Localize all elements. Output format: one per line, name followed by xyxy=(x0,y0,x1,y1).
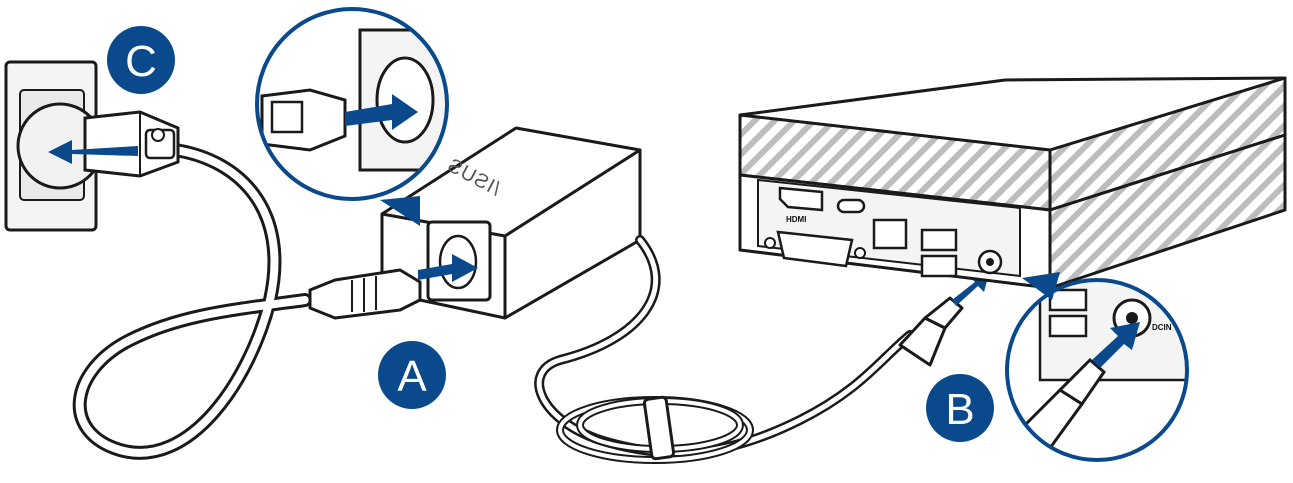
step-label-c: C xyxy=(125,37,157,86)
step-badge-b: B xyxy=(926,374,994,442)
ac-power-cord xyxy=(72,143,312,460)
mini-pc-icon: HDMI xyxy=(738,76,1287,290)
callout-ac-plug-zoom xyxy=(255,7,449,226)
step-label-a: A xyxy=(397,352,427,401)
step-badge-a: A xyxy=(378,341,446,409)
dc-power-cord xyxy=(534,235,915,464)
arrow-icon xyxy=(418,254,478,282)
arrow-icon xyxy=(48,140,138,164)
hdmi-port-label: HDMI xyxy=(786,215,806,224)
power-adapter-icon: /ISUS xyxy=(380,126,642,320)
callout-dc-plug-zoom: DCIN xyxy=(1005,272,1189,462)
ac-plug-icon xyxy=(83,110,180,178)
dcin-port-label: DCIN xyxy=(1152,323,1172,332)
adapter-plug xyxy=(308,268,422,320)
dc-plug-icon xyxy=(898,296,964,367)
step-badge-c: C xyxy=(107,26,175,94)
step-label-b: B xyxy=(945,385,974,434)
